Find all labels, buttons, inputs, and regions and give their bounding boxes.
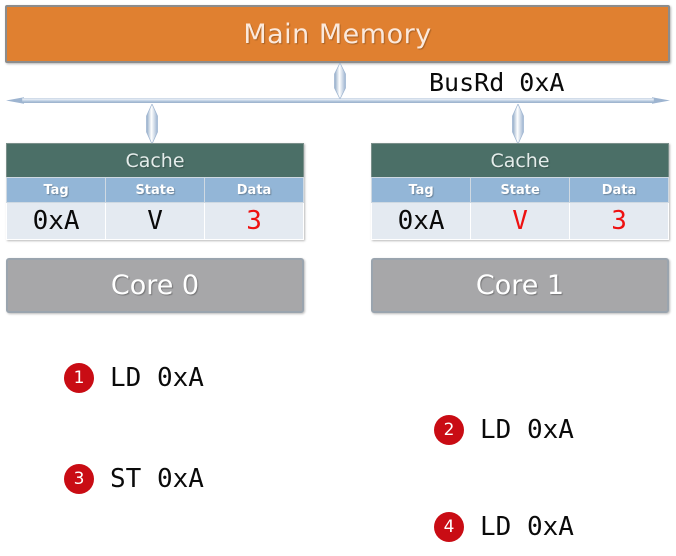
bus-to-cache-0-connector xyxy=(146,104,158,144)
step-badge-4: 4 xyxy=(434,512,464,542)
cache-col-data-1: Data xyxy=(569,177,669,203)
cache-cell-data-0: 3 xyxy=(204,202,304,240)
system-bus-line xyxy=(6,97,670,104)
cache-block-core-1: Cache Tag State Data 0xA V 3 xyxy=(370,143,669,240)
core-label-1: Core 1 xyxy=(475,270,565,301)
step-text-4: LD 0xA xyxy=(480,512,574,542)
step-text-1: LD 0xA xyxy=(110,363,204,393)
cache-cell-state-0: V xyxy=(105,202,206,240)
cache-col-tag-1: Tag xyxy=(370,177,472,203)
cache-col-data-0: Data xyxy=(204,177,304,203)
cache-table-header-row-0: Tag State Data xyxy=(5,177,304,203)
core-block-1: Core 1 xyxy=(371,258,669,313)
bus-transaction-label: BusRd 0xA xyxy=(429,68,565,97)
cache-title-0: Cache xyxy=(6,143,304,177)
step-item-1: 1 LD 0xA xyxy=(64,363,204,393)
cache-table-header-row-1: Tag State Data xyxy=(370,177,669,203)
memory-to-bus-connector xyxy=(334,63,346,99)
main-memory-label: Main Memory xyxy=(243,18,432,50)
core-label-0: Core 0 xyxy=(110,270,200,301)
cache-cell-tag-1: 0xA xyxy=(370,202,472,240)
step-item-4: 4 LD 0xA xyxy=(434,512,574,542)
step-text-2: LD 0xA xyxy=(480,415,574,445)
step-item-2: 2 LD 0xA xyxy=(434,415,574,445)
core-block-0: Core 0 xyxy=(6,258,304,313)
main-memory-block: Main Memory xyxy=(5,5,670,63)
cache-cell-tag-0: 0xA xyxy=(5,202,107,240)
cache-table-row-0: 0xA V 3 xyxy=(5,202,304,240)
cache-col-tag-0: Tag xyxy=(5,177,107,203)
cache-cell-state-1: V xyxy=(470,202,571,240)
step-badge-3: 3 xyxy=(64,464,94,494)
step-text-3: ST 0xA xyxy=(110,464,204,494)
bus-to-cache-1-connector xyxy=(512,104,524,144)
cache-block-core-0: Cache Tag State Data 0xA V 3 xyxy=(5,143,304,240)
cache-table-0: Tag State Data 0xA V 3 xyxy=(5,177,304,240)
step-badge-2: 2 xyxy=(434,415,464,445)
cache-cell-data-1: 3 xyxy=(569,202,669,240)
cache-title-1: Cache xyxy=(371,143,669,177)
cache-table-1: Tag State Data 0xA V 3 xyxy=(370,177,669,240)
step-badge-1: 1 xyxy=(64,363,94,393)
cache-col-state-0: State xyxy=(105,177,206,203)
cache-table-row-1: 0xA V 3 xyxy=(370,202,669,240)
cache-col-state-1: State xyxy=(470,177,571,203)
step-item-3: 3 ST 0xA xyxy=(64,464,204,494)
